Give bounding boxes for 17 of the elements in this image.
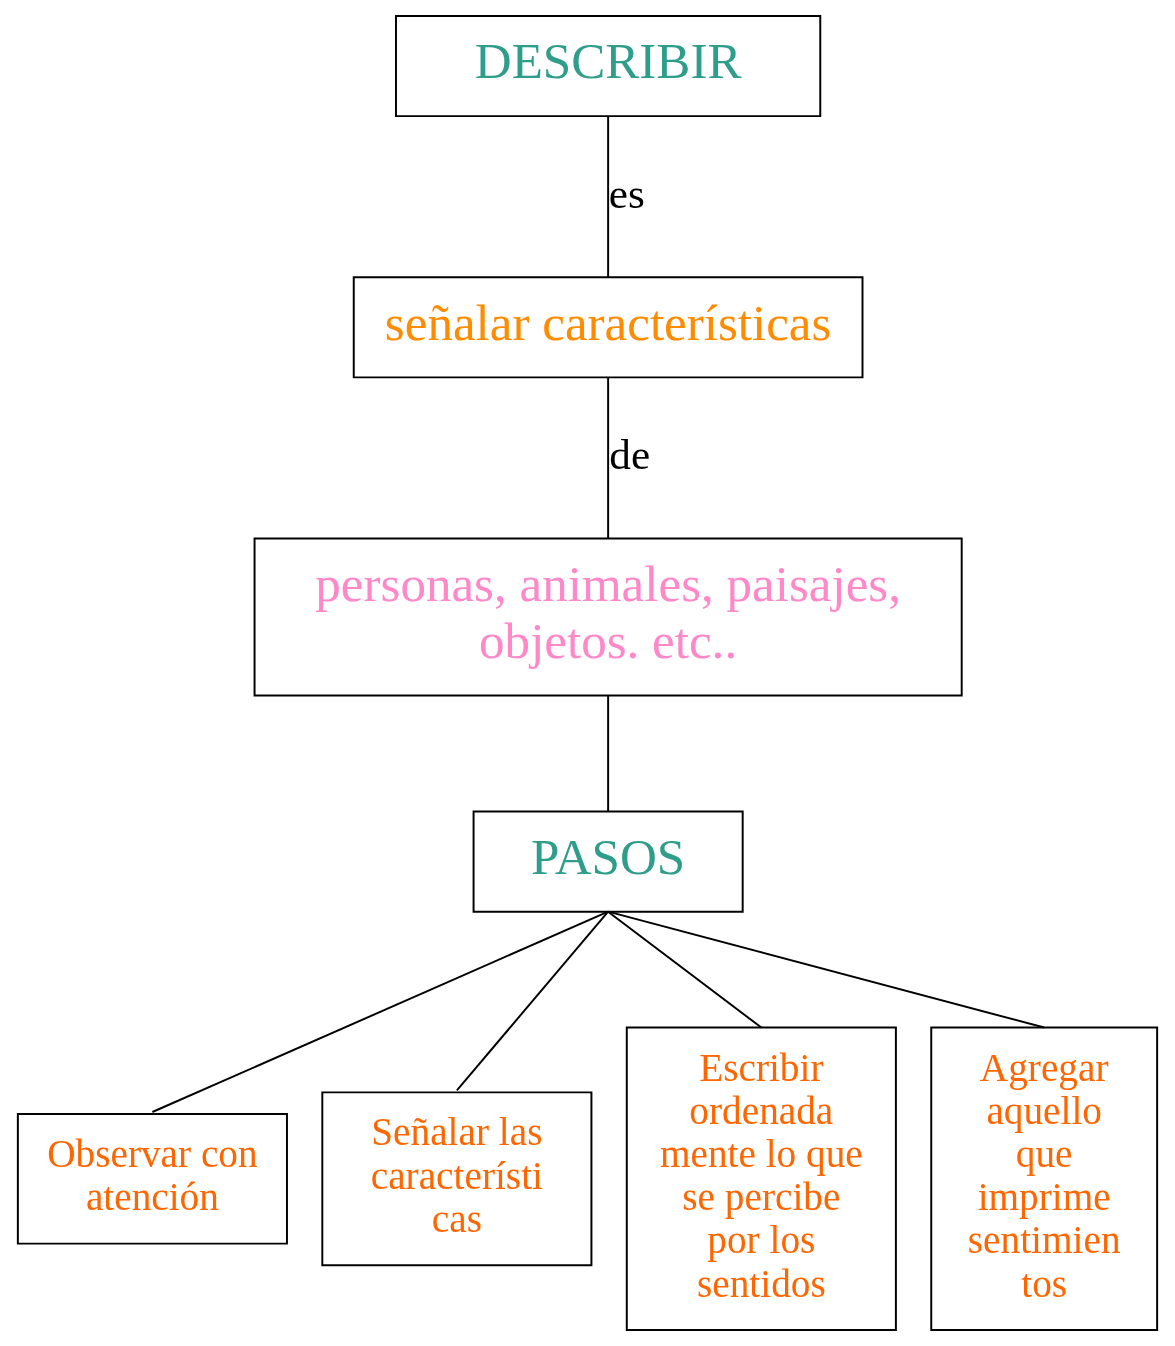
connector [607,376,610,540]
edge-label: es [608,168,645,217]
node-box: Agregar aquello que imprime sentimien tos [930,1026,1159,1332]
connector [151,910,610,1113]
node-box: Observar con atención [16,1113,288,1245]
connector [607,910,763,1029]
connector [455,910,610,1092]
node-box: Señalar las característi cas [321,1091,593,1267]
edge-label: de [609,429,651,478]
node-box: personas, animales, paisajes, objetos. etc.. [253,537,963,697]
connector [607,694,610,813]
connector [607,910,1046,1029]
node-box: Escribir ordenada mente lo que se percibe por los sentidos [625,1026,897,1332]
node-box: DESCRIBIR [395,14,822,118]
node-box: PASOS [472,810,744,913]
node-box: señalar características [352,276,864,379]
connector [607,115,610,279]
